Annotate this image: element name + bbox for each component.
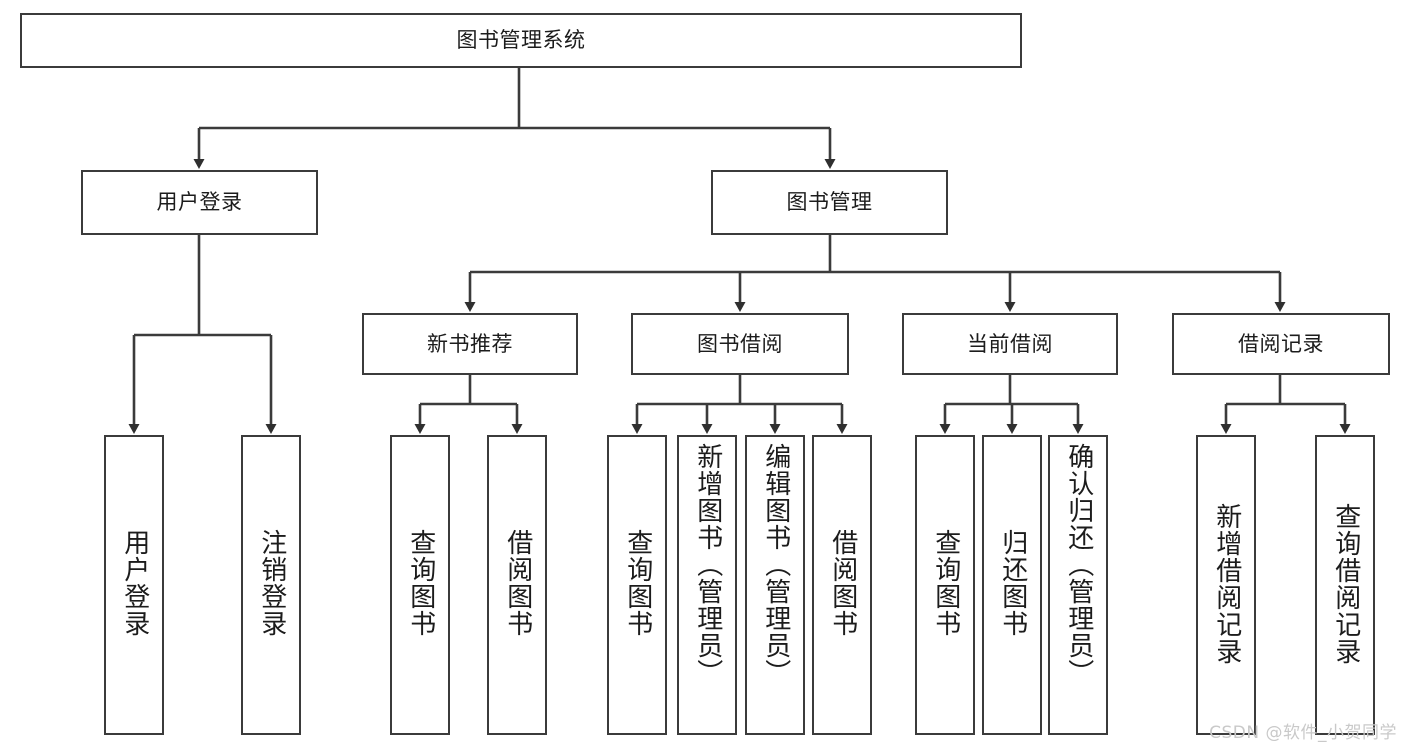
node-label: 查询借阅记录 — [1330, 503, 1361, 665]
node-label: 用户登录 — [119, 529, 150, 637]
node-label: 借阅图书 — [827, 529, 858, 637]
node-label: 新书推荐 — [427, 331, 513, 356]
node-book-borrow[interactable]: 图书借阅 — [631, 313, 849, 375]
node-leaf-query-book-recommend[interactable]: 查询图书 — [390, 435, 450, 735]
node-current-borrow[interactable]: 当前借阅 — [902, 313, 1118, 375]
node-leaf-borrow-book-recommend[interactable]: 借阅图书 — [487, 435, 547, 735]
node-book-management[interactable]: 图书管理 — [711, 170, 948, 235]
node-label: 图书管理 — [786, 190, 873, 215]
node-label: 确认归还（管理员） — [1063, 443, 1094, 686]
node-leaf-query-borrow-record[interactable]: 查询借阅记录 — [1315, 435, 1375, 735]
node-label: 新增图书（管理员） — [692, 443, 723, 686]
node-label: 借阅记录 — [1238, 331, 1324, 356]
node-leaf-user-login[interactable]: 用户登录 — [104, 435, 164, 735]
node-leaf-logout[interactable]: 注销登录 — [241, 435, 301, 735]
node-leaf-confirm-return-admin[interactable]: 确认归还（管理员） — [1048, 435, 1108, 735]
node-leaf-return-book[interactable]: 归还图书 — [982, 435, 1042, 735]
node-leaf-query-book-borrow[interactable]: 查询图书 — [607, 435, 667, 735]
csdn-watermark: CSDN @软件_小贺同学 — [1209, 723, 1397, 743]
node-label: 查询图书 — [405, 529, 436, 637]
node-leaf-borrow-book[interactable]: 借阅图书 — [812, 435, 872, 735]
node-label: 当前借阅 — [967, 331, 1053, 356]
node-label: 注销登录 — [256, 529, 287, 637]
node-label: 图书管理系统 — [456, 28, 586, 53]
node-borrow-record[interactable]: 借阅记录 — [1172, 313, 1390, 375]
node-label: 编辑图书（管理员） — [760, 443, 791, 686]
node-label: 借阅图书 — [502, 529, 533, 637]
node-leaf-query-book-current[interactable]: 查询图书 — [915, 435, 975, 735]
node-new-book-recommend[interactable]: 新书推荐 — [362, 313, 578, 375]
node-user-login[interactable]: 用户登录 — [81, 170, 318, 235]
node-label: 查询图书 — [622, 529, 653, 637]
node-label: 归还图书 — [997, 529, 1028, 637]
node-label: 新增借阅记录 — [1211, 503, 1242, 665]
node-leaf-add-book-admin[interactable]: 新增图书（管理员） — [677, 435, 737, 735]
node-label: 图书借阅 — [697, 331, 783, 356]
node-label: 查询图书 — [930, 529, 961, 637]
node-leaf-add-borrow-record[interactable]: 新增借阅记录 — [1196, 435, 1256, 735]
node-leaf-edit-book-admin[interactable]: 编辑图书（管理员） — [745, 435, 805, 735]
node-root-system[interactable]: 图书管理系统 — [20, 13, 1022, 68]
node-label: 用户登录 — [156, 190, 243, 215]
